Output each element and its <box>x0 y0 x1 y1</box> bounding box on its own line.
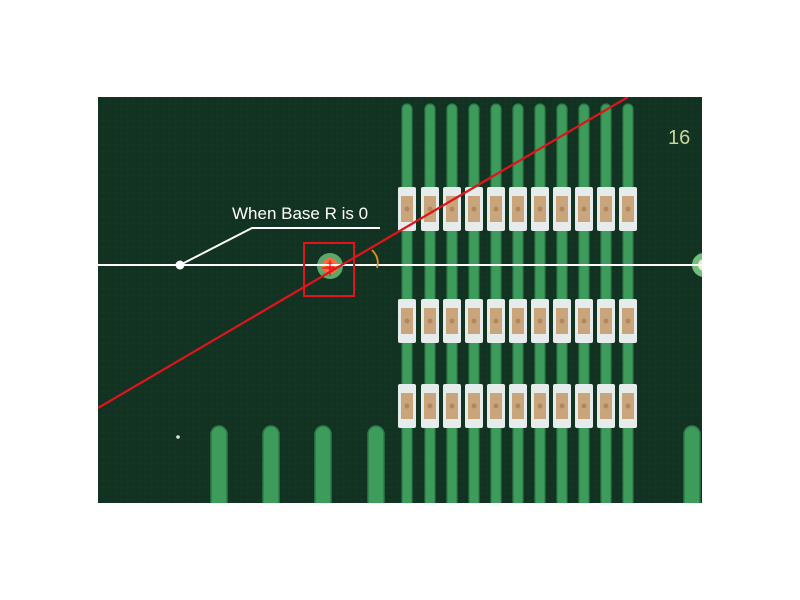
component-r3-c7 <box>531 384 549 428</box>
component-r1-c1 <box>398 187 416 231</box>
component-r1-c10 <box>597 187 615 231</box>
component-r1-c7 <box>531 187 549 231</box>
component-r3-c4 <box>465 384 483 428</box>
component-r3-c10 <box>597 384 615 428</box>
silkscreen-label: 16 <box>668 127 690 149</box>
component-r3-c2 <box>421 384 439 428</box>
component-r3-c9 <box>575 384 593 428</box>
component-r3-c5 <box>487 384 505 428</box>
right-edge-finger <box>683 425 701 503</box>
callout-leader <box>179 227 380 266</box>
component-r1-c11 <box>619 187 637 231</box>
component-r2-c5 <box>487 299 505 343</box>
component-r2-c6 <box>509 299 527 343</box>
component-r1-c6 <box>509 187 527 231</box>
component-r1-c5 <box>487 187 505 231</box>
component-r2-c8 <box>553 299 571 343</box>
edge-finger-3 <box>314 425 332 503</box>
callout-dot <box>175 260 185 270</box>
component-r2-c10 <box>597 299 615 343</box>
component-r3-c11 <box>619 384 637 428</box>
component-r2-c3 <box>443 299 461 343</box>
component-r1-c8 <box>553 187 571 231</box>
component-r1-c3 <box>443 187 461 231</box>
fiducial-highlight-box <box>303 242 355 297</box>
edge-finger-1 <box>210 425 228 503</box>
smd-components <box>398 187 637 428</box>
edge-fingers <box>210 425 385 503</box>
component-r2-c7 <box>531 299 549 343</box>
component-r3-c1 <box>398 384 416 428</box>
component-r2-c2 <box>421 299 439 343</box>
annotation-label: When Base R is 0 <box>232 204 368 223</box>
component-r1-c4 <box>465 187 483 231</box>
edge-finger-4 <box>367 425 385 503</box>
component-r1-c9 <box>575 187 593 231</box>
board-speck <box>176 435 180 439</box>
component-r2-c11 <box>619 299 637 343</box>
component-r2-c9 <box>575 299 593 343</box>
component-r3-c6 <box>509 384 527 428</box>
component-r3-c3 <box>443 384 461 428</box>
component-r2-c4 <box>465 299 483 343</box>
edge-finger-2 <box>262 425 280 503</box>
component-r3-c8 <box>553 384 571 428</box>
angle-line <box>98 97 629 409</box>
angle-arc <box>371 249 379 269</box>
component-r2-c1 <box>398 299 416 343</box>
